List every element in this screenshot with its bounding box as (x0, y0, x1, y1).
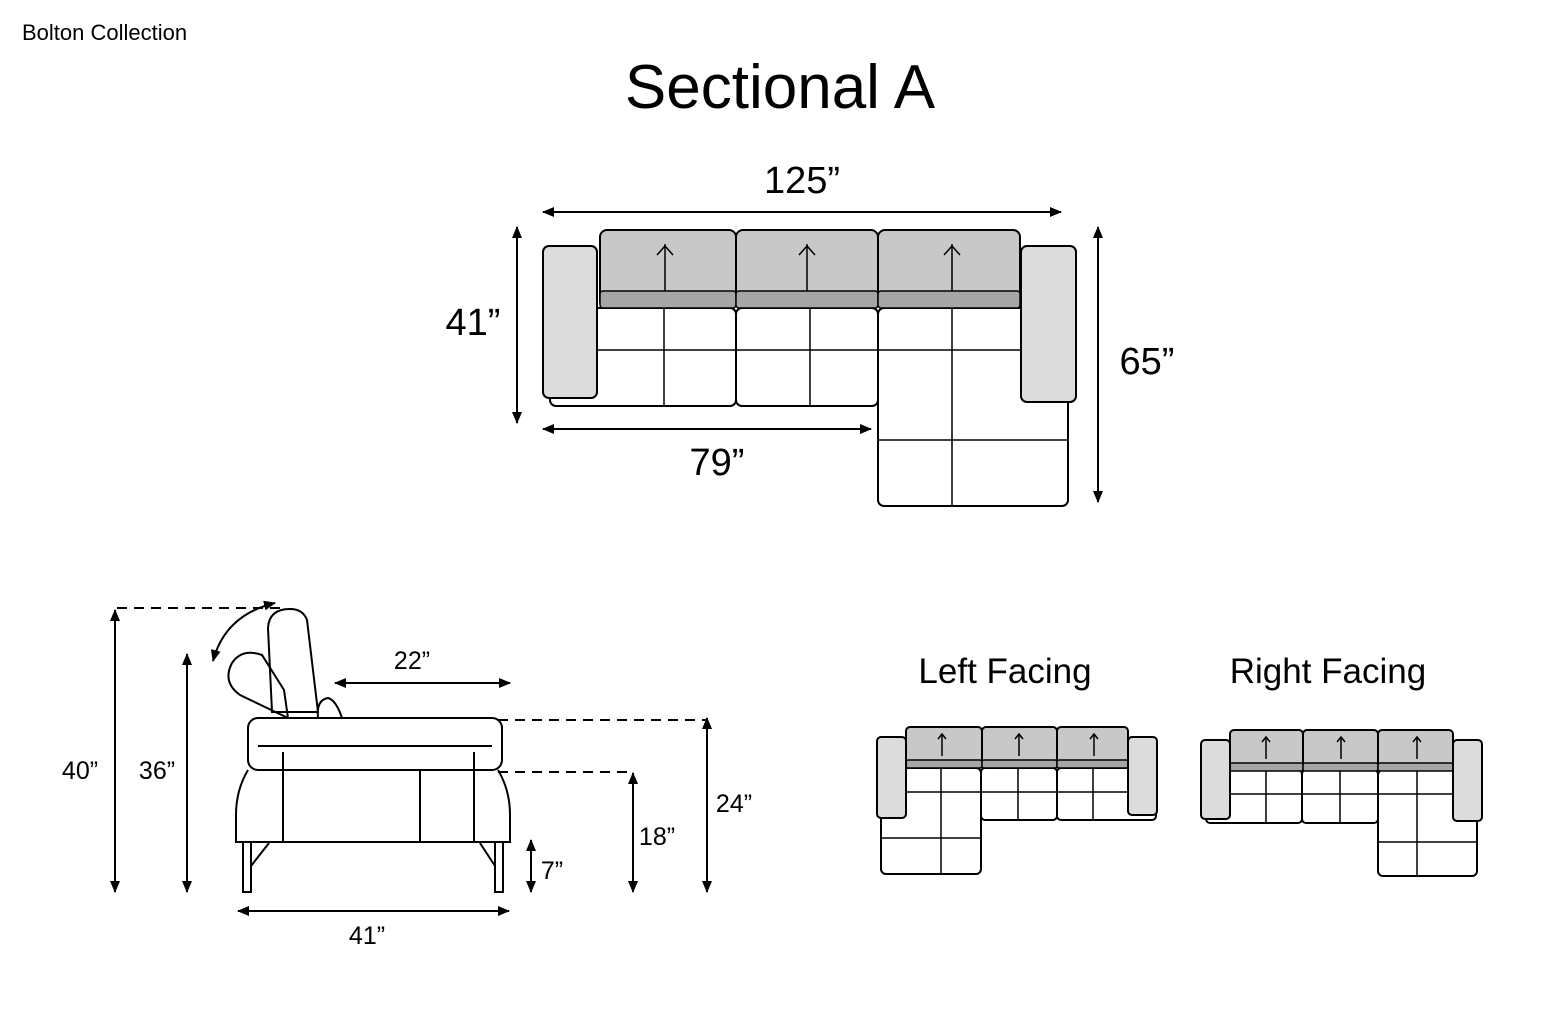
left-facing-diagram: Left Facing (876, 652, 1158, 875)
side-base (235, 769, 511, 843)
headrest-tilted (227, 651, 290, 720)
right-facing-arrow-icon (1261, 735, 1422, 759)
top-view: 125” 41” 65” 79” (446, 160, 1175, 507)
chaise-depth-label: 65” (1120, 341, 1175, 383)
right-arm (1020, 245, 1077, 403)
arm-height-label: 24” (716, 790, 752, 818)
bolster-3 (877, 290, 1021, 309)
side-view: 40” 36” 22” 24” 18” 7” 41” (62, 600, 752, 950)
seat-depth-label: 22” (394, 647, 430, 675)
depth-label: 41” (446, 302, 501, 344)
right-facing-diagram: Right Facing (1200, 652, 1483, 877)
bolster-2 (735, 290, 879, 309)
headrest (266, 607, 320, 713)
right-facing-label: Right Facing (1230, 652, 1426, 691)
height-headrest-label: 40” (62, 757, 98, 785)
tilt-arc-arrow-icon (210, 600, 276, 662)
seat-height-label: 18” (639, 823, 675, 851)
left-arm (542, 245, 598, 399)
legs (242, 841, 504, 893)
bolster-1 (599, 290, 737, 309)
back-height-label: 36” (139, 757, 175, 785)
sofa-width-label: 79” (690, 442, 745, 484)
collection-name: Bolton Collection (22, 20, 188, 45)
overall-depth-label: 41” (349, 922, 385, 950)
left-facing-arrow-icon (937, 732, 1099, 756)
side-seat-cushion (247, 717, 503, 771)
left-facing-label: Left Facing (918, 652, 1091, 691)
overall-width-label: 125” (764, 160, 840, 202)
leg-height-label: 7” (541, 857, 563, 885)
page-title: Sectional A (624, 53, 936, 122)
headrest-arrow-icon (656, 244, 961, 291)
seat-cushion-2 (735, 307, 879, 407)
